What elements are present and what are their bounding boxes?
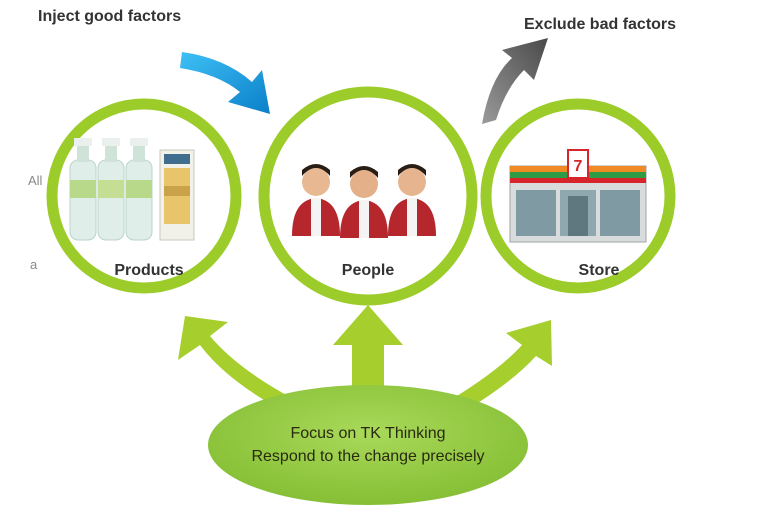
focus-ellipse: [208, 385, 528, 505]
focus-line-2: Respond to the change precisely: [251, 448, 485, 465]
side-fragment-2: a: [30, 257, 38, 272]
exclude-bad-factors-label: Exclude bad factors: [524, 16, 677, 33]
products-image: [69, 138, 195, 241]
products-label: Products: [114, 262, 184, 279]
inject-arrow-icon: [180, 52, 270, 114]
side-fragment-1: All: [28, 173, 43, 188]
exclude-arrow-icon: [482, 38, 548, 124]
inject-good-factors-label: Inject good factors: [38, 8, 182, 25]
store-label: Store: [578, 262, 620, 279]
focus-line-1: Focus on TK Thinking: [290, 425, 446, 442]
svg-text:7: 7: [574, 158, 583, 175]
people-label: People: [341, 262, 395, 279]
people-image: [292, 164, 436, 238]
arrow-to-products: [178, 316, 305, 420]
store-image: 7: [509, 149, 647, 243]
focus-text: Focus on TK Thinking Respond to the chan…: [208, 422, 528, 468]
arrow-to-people: [333, 305, 403, 408]
